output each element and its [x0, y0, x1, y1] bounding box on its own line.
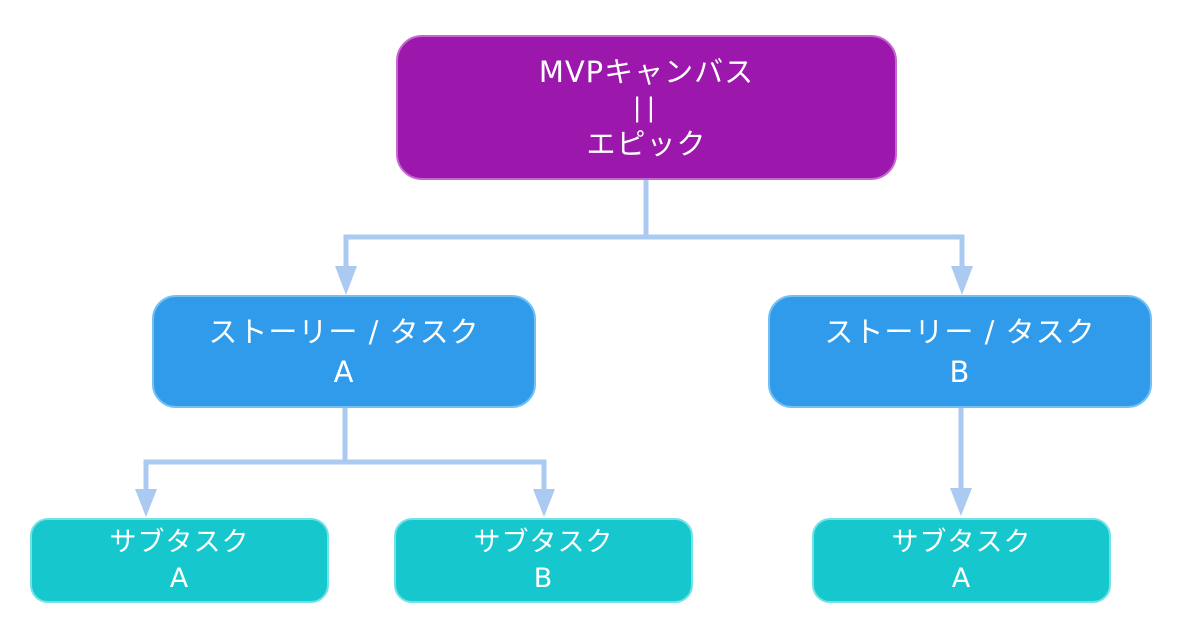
story-task-label: ストーリー / タスク: [208, 314, 480, 349]
story-task-b-node: ストーリー / タスク B: [768, 295, 1152, 408]
connector-story-a-to-subtasks: [135, 408, 555, 517]
story-task-label: ストーリー / タスク: [824, 314, 1096, 349]
arrowhead-down-icon: [533, 489, 555, 517]
arrowhead-down-icon: [135, 489, 157, 517]
subtask-a2-node: サブタスク A: [812, 518, 1111, 603]
story-task-letter: B: [949, 354, 971, 389]
connector-story-b-to-subtask: [950, 408, 972, 516]
epic-equals-sign: ||: [632, 92, 661, 123]
subtask-label: サブタスク: [109, 526, 250, 558]
epic-node: MVPキャンバス || エピック: [396, 35, 897, 180]
connector-branch: [343, 234, 965, 270]
story-task-a-node: ストーリー / タスク A: [152, 295, 536, 408]
connector-epic-to-stories: [335, 180, 973, 295]
subtask-a1-node: サブタスク A: [30, 518, 329, 603]
arrowhead-down-icon: [951, 266, 973, 295]
story-task-letter: A: [333, 354, 355, 389]
epic-title: MVPキャンバス: [538, 54, 755, 89]
subtask-letter: A: [169, 562, 190, 594]
subtask-letter: B: [533, 562, 554, 594]
arrowhead-down-icon: [335, 266, 357, 295]
subtask-label: サブタスク: [891, 526, 1032, 558]
subtask-label: サブタスク: [473, 526, 614, 558]
subtask-b-node: サブタスク B: [394, 518, 693, 603]
subtask-letter: A: [951, 562, 972, 594]
connector-branch: [143, 459, 547, 492]
epic-subtitle: エピック: [586, 126, 707, 161]
arrowhead-down-icon: [950, 488, 972, 516]
